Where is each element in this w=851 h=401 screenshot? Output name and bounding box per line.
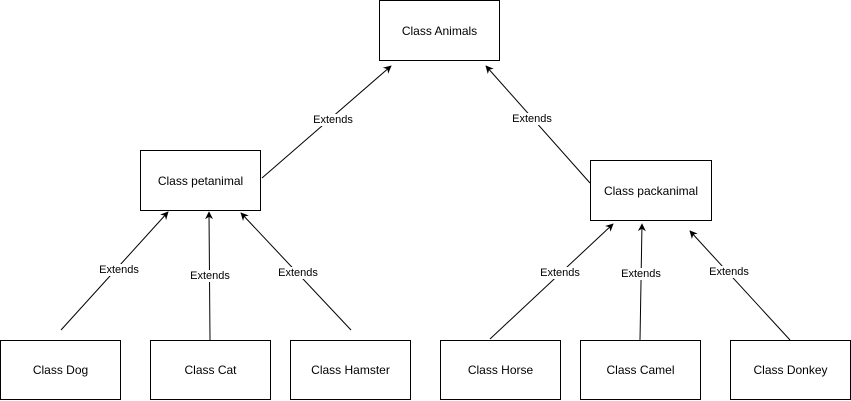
node-label: Class Hamster (311, 363, 390, 377)
node-label: Class Donkey (753, 363, 828, 377)
node-label: Class petanimal (157, 173, 244, 188)
node-class-cat: Class Cat (150, 340, 271, 400)
edge-label-packanimal-animals: Extends (511, 113, 553, 125)
node-class-hamster: Class Hamster (290, 340, 411, 400)
node-class-dog: Class Dog (0, 340, 121, 400)
node-class-packanimal: Class packanimal (590, 160, 712, 221)
edge-camel-packanimal (637, 223, 646, 341)
node-label: Class Dog (32, 363, 89, 377)
node-label: Class Camel (606, 363, 675, 377)
edge-label-horse-packanimal: Extends (539, 267, 581, 279)
edge-label-camel-packanimal: Extends (620, 268, 662, 280)
edge-label-cat-petanimal: Extends (189, 270, 231, 282)
node-class-horse: Class Horse (440, 340, 561, 400)
edge-label-hamster-petanimal: Extends (277, 267, 319, 279)
node-label: Class Cat (184, 363, 237, 377)
edge-horse-packanimal (489, 223, 614, 340)
node-class-donkey: Class Donkey (730, 340, 851, 400)
node-class-animals: Class Animals (379, 0, 500, 61)
edge-label-dog-petanimal: Extends (98, 264, 140, 276)
edge-donkey-packanimal (689, 230, 791, 341)
node-label: Class Animals (401, 23, 478, 38)
node-class-camel: Class Camel (580, 340, 701, 400)
node-class-petanimal: Class petanimal (140, 150, 261, 211)
edge-label-donkey-packanimal: Extends (708, 266, 750, 278)
node-label: Class Horse (467, 363, 534, 377)
edge-label-petanimal-animals: Extends (312, 114, 354, 126)
node-label: Class packanimal (603, 183, 699, 198)
